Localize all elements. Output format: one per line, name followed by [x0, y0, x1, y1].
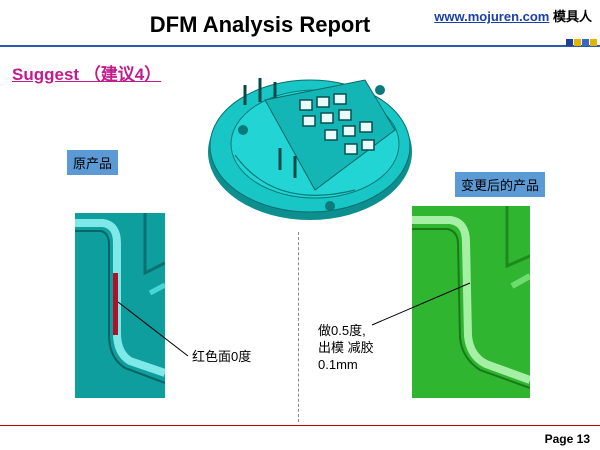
brand: www.mojuren.com 模具人: [434, 6, 592, 25]
brand-name: 模具人: [552, 9, 592, 24]
footer-divider: [0, 425, 600, 426]
header-square-icon: [566, 39, 573, 46]
annotation-left: 红色面0度: [192, 349, 252, 364]
label-modified-product: 变更后的产品: [455, 172, 546, 197]
header-square-icon: [582, 39, 589, 46]
header-square-icon: [590, 39, 597, 46]
annotation-right-line-2: 出模 减胶: [318, 340, 374, 355]
page-title: DFM Analysis Report: [149, 12, 371, 37]
annotation-right-line-1: 做0.5度,: [318, 323, 366, 338]
original-detail-image: [75, 213, 165, 398]
header-divider: [0, 45, 600, 47]
modified-detail-image: [412, 206, 530, 398]
page-number: Page 13: [544, 432, 590, 446]
annotation-right-line-3: 0.1mm: [318, 357, 358, 372]
part-3d-image: [208, 78, 412, 220]
label-original-product: 原产品: [67, 150, 119, 175]
suggest-heading: Suggest （建议4）: [12, 65, 162, 84]
brand-link[interactable]: www.mojuren.com: [434, 9, 550, 24]
header-square-icon: [574, 39, 581, 46]
center-divider: [298, 232, 299, 422]
